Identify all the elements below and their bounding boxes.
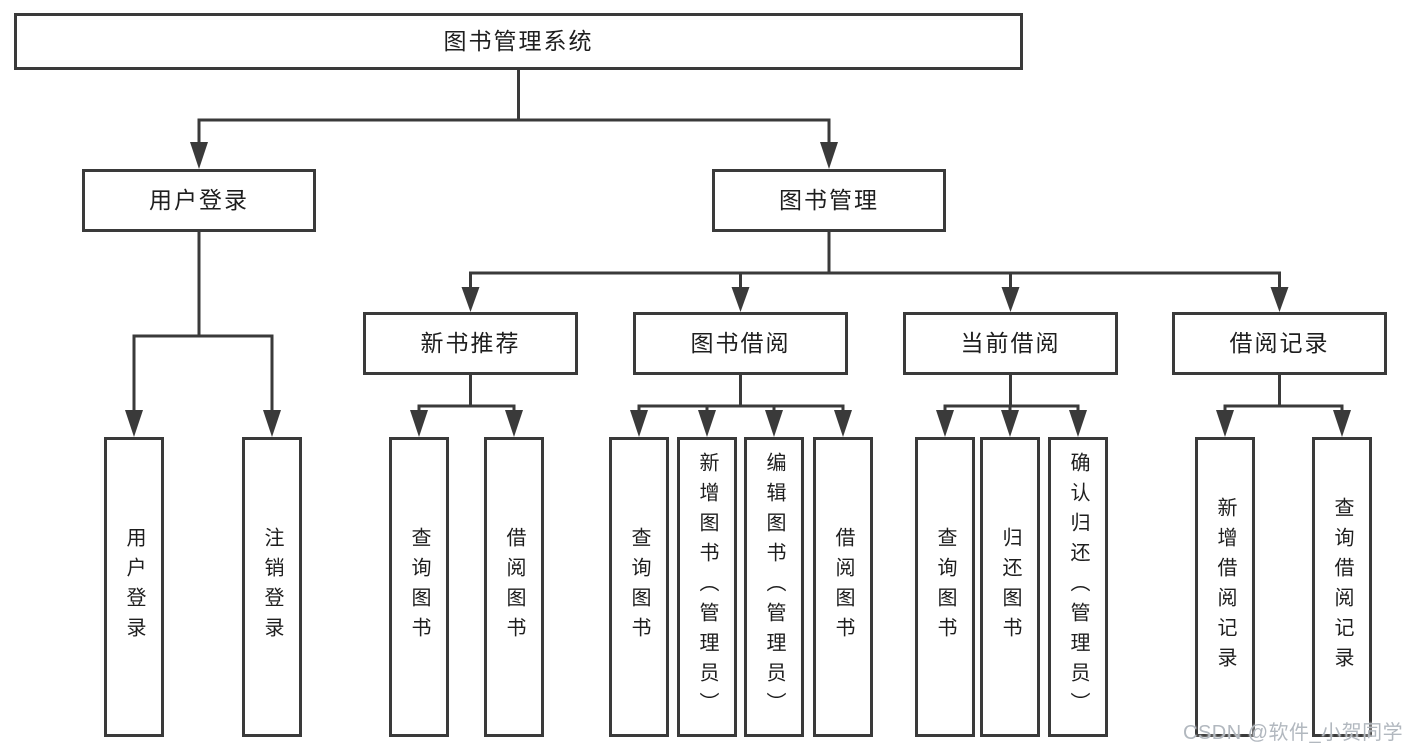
leaf-label: 查询图书 — [628, 527, 650, 647]
node-label: 借阅记录 — [1229, 330, 1330, 356]
leaf-label: 归还图书 — [999, 527, 1021, 647]
node-label: 图书借阅 — [690, 330, 791, 356]
leaf-label: 借阅图书 — [832, 527, 854, 647]
leaf-edit-book-admin: 编辑图书（管理员） — [744, 437, 804, 737]
leaf-return-book: 归还图书 — [980, 437, 1040, 737]
node-label: 用户登录 — [149, 187, 249, 213]
leaf-confirm-return-admin: 确认归还（管理员） — [1048, 437, 1108, 737]
leaf-query-borrow-record: 查询借阅记录 — [1312, 437, 1372, 737]
node-label: 当前借阅 — [960, 330, 1061, 356]
leaf-user-login: 用户登录 — [104, 437, 164, 737]
leaf-label: 新增借阅记录 — [1214, 497, 1236, 677]
node-borrow-records: 借阅记录 — [1172, 312, 1387, 375]
leaf-label: 编辑图书（管理员） — [763, 452, 785, 722]
csdn-watermark: CSDN @软件_小贺同学 — [1183, 722, 1404, 744]
leaf-label: 新增图书（管理员） — [696, 452, 718, 722]
node-new-book-recommend: 新书推荐 — [363, 312, 578, 375]
leaf-label: 借阅图书 — [503, 527, 525, 647]
leaf-add-book-admin: 新增图书（管理员） — [677, 437, 737, 737]
node-current-borrow: 当前借阅 — [903, 312, 1118, 375]
leaf-query-books-current: 查询图书 — [915, 437, 975, 737]
leaf-label: 查询图书 — [408, 527, 430, 647]
leaf-label: 注销登录 — [261, 527, 283, 647]
leaf-add-borrow-record: 新增借阅记录 — [1195, 437, 1255, 737]
node-user-login: 用户登录 — [82, 169, 316, 232]
node-book-management: 图书管理 — [712, 169, 946, 232]
leaf-query-books-borrow: 查询图书 — [609, 437, 669, 737]
node-book-borrow: 图书借阅 — [633, 312, 848, 375]
node-label: 新书推荐 — [420, 330, 521, 356]
leaf-borrow-books: 借阅图书 — [813, 437, 873, 737]
leaf-logout: 注销登录 — [242, 437, 302, 737]
leaf-label: 查询图书 — [934, 527, 956, 647]
leaf-label: 查询借阅记录 — [1331, 497, 1353, 677]
leaf-borrow-books-recommend: 借阅图书 — [484, 437, 544, 737]
node-library-management-system: 图书管理系统 — [14, 13, 1023, 70]
leaf-query-books-recommend: 查询图书 — [389, 437, 449, 737]
node-label: 图书管理 — [779, 187, 879, 213]
leaf-label: 用户登录 — [123, 527, 145, 647]
leaf-label: 确认归还（管理员） — [1067, 452, 1089, 722]
node-label: 图书管理系统 — [443, 28, 594, 54]
